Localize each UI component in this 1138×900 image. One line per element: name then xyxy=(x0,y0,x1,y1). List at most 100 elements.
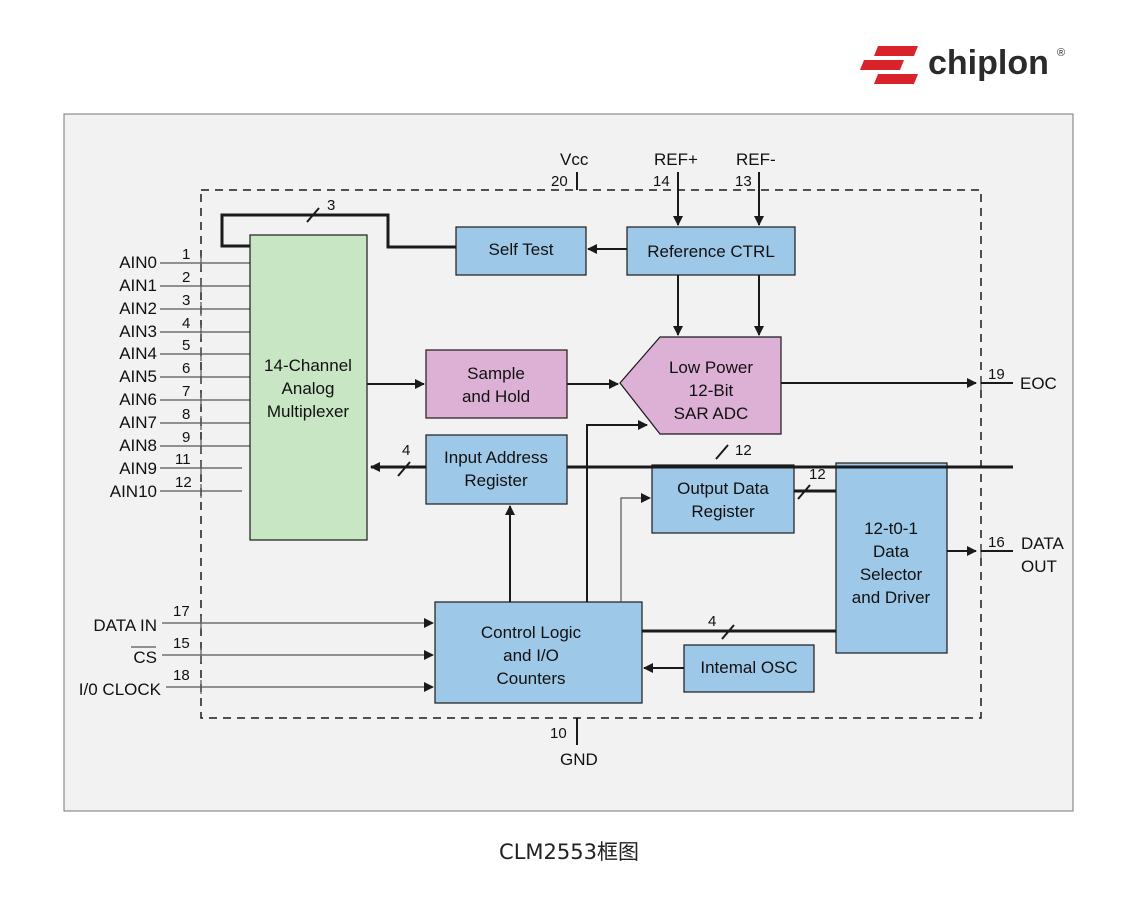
svg-text:AIN6: AIN6 xyxy=(119,390,157,409)
ain6-pin: AIN6 7 xyxy=(119,383,250,409)
svg-text:Analog: Analog xyxy=(282,379,335,398)
mux-block: 14-Channel Analog Multiplexer xyxy=(249,234,368,541)
data-in-pin: DATA IN 17 xyxy=(93,603,434,635)
svg-text:Low Power: Low Power xyxy=(669,358,753,377)
svg-text:AIN0: AIN0 xyxy=(119,253,157,272)
chip-boundary xyxy=(200,189,982,719)
data-selector-block: 12-t0-1 Data Selector and Driver xyxy=(835,462,948,654)
svg-text:and Hold: and Hold xyxy=(462,387,530,406)
data-out-label-line1: DATA xyxy=(1021,534,1064,553)
sar-adc-block: Low Power 12-Bit SAR ADC xyxy=(619,336,782,435)
svg-text:5: 5 xyxy=(182,337,190,354)
svg-text:AIN2: AIN2 xyxy=(119,299,157,318)
control-bus-width: 4 xyxy=(708,613,716,630)
svg-text:3: 3 xyxy=(182,292,190,309)
svg-text:REF-: REF- xyxy=(736,150,776,169)
reference-ctrl-block: Reference CTRL xyxy=(626,226,796,276)
output-reg-bus-width: 12 xyxy=(809,466,826,483)
svg-text:and I/O: and I/O xyxy=(503,646,559,665)
gnd-pin: 10 GND xyxy=(550,718,598,769)
svg-text:Counters: Counters xyxy=(497,669,566,688)
ain1-pin: AIN1 2 xyxy=(119,269,250,295)
svg-text:GND: GND xyxy=(560,750,598,769)
ain5-pin: AIN5 6 xyxy=(119,360,250,386)
svg-text:11: 11 xyxy=(175,451,191,468)
svg-text:and Driver: and Driver xyxy=(852,588,931,607)
svg-text:1: 1 xyxy=(182,246,190,263)
svg-text:AIN9: AIN9 xyxy=(119,459,157,478)
ain2-pin: AIN2 3 xyxy=(119,292,250,318)
ref-plus-pin: REF+ 14 xyxy=(653,150,698,226)
svg-text:AIN10: AIN10 xyxy=(110,482,157,501)
chiplon-logo: chiplon ® xyxy=(860,44,1065,84)
input-address-register-block: Input Address Register xyxy=(425,434,568,505)
ain4-pin: AIN4 5 xyxy=(119,337,250,363)
svg-text:9: 9 xyxy=(182,429,190,446)
self-test-bus-width: 3 xyxy=(327,197,335,214)
svg-text:SAR ADC: SAR ADC xyxy=(674,404,749,423)
ain9-pin: AIN9 11 xyxy=(119,451,242,478)
sample-and-hold-block: Sample and Hold xyxy=(425,349,568,419)
svg-text:AIN5: AIN5 xyxy=(119,367,157,386)
svg-text:2: 2 xyxy=(182,269,190,286)
svg-text:Control Logic: Control Logic xyxy=(481,623,582,642)
diagram-caption: CLM2553框图 xyxy=(499,840,639,864)
svg-text:4: 4 xyxy=(182,315,190,332)
svg-text:20: 20 xyxy=(551,173,568,190)
svg-text:8: 8 xyxy=(182,406,190,423)
analog-input-pins: AIN0 1 AIN1 2 AIN2 3 AIN3 4 AIN4 5 AIN5 6 AIN6… xyxy=(110,246,250,501)
cs-pin: CS 15 xyxy=(131,635,434,667)
svg-text:18: 18 xyxy=(173,667,190,684)
svg-text:Register: Register xyxy=(464,471,528,490)
svg-text:Vcc: Vcc xyxy=(560,150,589,169)
ain0-pin: AIN0 1 xyxy=(119,246,250,272)
svg-text:REF+: REF+ xyxy=(654,150,698,169)
address-bus-width: 4 xyxy=(402,442,410,459)
ain3-pin: AIN3 4 xyxy=(119,315,250,341)
self-test-loop-bus xyxy=(220,213,456,249)
svg-text:Register: Register xyxy=(691,502,755,521)
svg-text:14-Channel: 14-Channel xyxy=(264,356,352,375)
svg-text:10: 10 xyxy=(550,725,567,742)
logo-registered-mark: ® xyxy=(1057,47,1065,59)
control-logic-block: Control Logic and I/O Counters xyxy=(434,601,643,704)
ain7-pin: AIN7 8 xyxy=(119,406,250,432)
eoc-label: EOC xyxy=(1020,374,1057,393)
svg-text:13: 13 xyxy=(735,173,752,190)
block-diagram: Vcc 20 REF+ 14 REF- 13 AIN0 1 AIN1 2 AIN2 3… xyxy=(63,113,1074,812)
svg-text:12-t0-1: 12-t0-1 xyxy=(864,519,918,538)
svg-text:AIN1: AIN1 xyxy=(119,276,157,295)
logo-mark-icon xyxy=(860,46,918,84)
svg-text:7: 7 xyxy=(182,383,190,400)
internal-osc-block: Intemal OSC xyxy=(683,644,815,693)
svg-text:Input Address: Input Address xyxy=(444,448,548,467)
ain10-pin: AIN10 12 xyxy=(110,474,242,501)
self-test-block: Self Test xyxy=(455,226,587,276)
eoc-pin-number: 19 xyxy=(988,366,1005,383)
data-out-label-line2: OUT xyxy=(1021,557,1057,576)
svg-text:Multiplexer: Multiplexer xyxy=(267,402,350,421)
svg-text:AIN4: AIN4 xyxy=(119,344,157,363)
svg-text:AIN7: AIN7 xyxy=(119,413,157,432)
svg-text:Self Test: Self Test xyxy=(489,240,554,259)
svg-text:Intemal OSC: Intemal OSC xyxy=(700,658,797,677)
svg-text:Data: Data xyxy=(873,542,909,561)
output-data-register-block: Output Data Register xyxy=(651,464,795,534)
svg-text:12: 12 xyxy=(175,474,192,491)
adc-bus-width: 12 xyxy=(735,442,752,459)
svg-text:12-Bit: 12-Bit xyxy=(689,381,734,400)
svg-text:15: 15 xyxy=(173,635,190,652)
svg-text:6: 6 xyxy=(182,360,190,377)
svg-text:17: 17 xyxy=(173,603,190,620)
svg-text:Selector: Selector xyxy=(860,565,923,584)
svg-text:Sample: Sample xyxy=(467,364,525,383)
ref-minus-pin: REF- 13 xyxy=(735,150,776,226)
vcc-pin: Vcc 20 xyxy=(551,150,589,190)
svg-text:Output Data: Output Data xyxy=(677,479,769,498)
svg-text:CS: CS xyxy=(133,648,157,667)
svg-text:AIN3: AIN3 xyxy=(119,322,157,341)
svg-text:I/0 CLOCK: I/0 CLOCK xyxy=(79,680,162,699)
data-out-pin-number: 16 xyxy=(988,534,1005,551)
io-clock-pin: I/0 CLOCK 18 xyxy=(79,667,434,699)
